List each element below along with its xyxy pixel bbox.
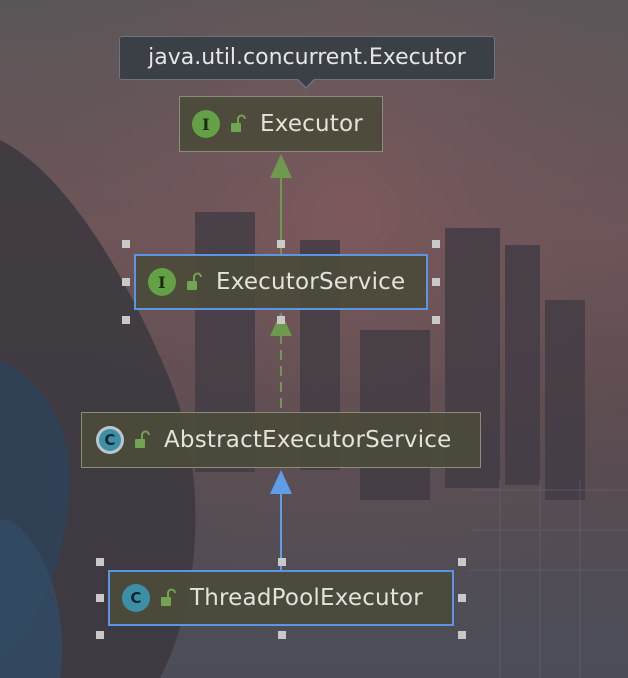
resize-handle[interactable] — [122, 278, 130, 286]
unlock-icon — [161, 588, 176, 606]
resize-handle[interactable] — [96, 558, 104, 566]
interface-icon: I — [148, 268, 176, 296]
node-executor[interactable]: I Executor — [179, 96, 383, 152]
abstract-class-icon: C — [96, 426, 124, 454]
node-executor-label: Executor — [260, 111, 363, 137]
node-abstractexecutorservice-label: AbstractExecutorService — [164, 427, 452, 453]
resize-handle[interactable] — [277, 240, 285, 248]
resize-handle[interactable] — [458, 594, 466, 602]
class-icon: C — [122, 584, 150, 612]
unlock-icon — [135, 430, 150, 448]
interface-icon: I — [192, 110, 220, 138]
unlock-icon — [187, 272, 202, 290]
node-threadpoolexecutor-label: ThreadPoolExecutor — [190, 585, 423, 611]
resize-handle[interactable] — [278, 631, 286, 639]
resize-handle[interactable] — [458, 558, 466, 566]
resize-handle[interactable] — [458, 631, 466, 639]
resize-handle[interactable] — [122, 316, 130, 324]
unlock-icon — [231, 114, 246, 132]
resize-handle[interactable] — [122, 240, 130, 248]
tooltip-pointer-fill — [297, 78, 315, 87]
node-executorservice-label: ExecutorService — [216, 269, 406, 295]
resize-handle[interactable] — [432, 240, 440, 248]
resize-handle[interactable] — [277, 316, 285, 324]
tooltip: java.util.concurrent.Executor — [119, 36, 495, 80]
edge-abstract-to-executorservice — [270, 312, 292, 412]
resize-handle[interactable] — [278, 558, 286, 566]
resize-handle[interactable] — [96, 631, 104, 639]
resize-handle[interactable] — [432, 278, 440, 286]
edge-threadpool-to-abstract — [270, 470, 292, 570]
node-executorservice[interactable]: I ExecutorService — [134, 254, 428, 310]
node-threadpoolexecutor[interactable]: C ThreadPoolExecutor — [108, 570, 454, 626]
resize-handle[interactable] — [96, 594, 104, 602]
node-abstractexecutorservice[interactable]: C AbstractExecutorService — [81, 412, 481, 468]
resize-handle[interactable] — [432, 316, 440, 324]
